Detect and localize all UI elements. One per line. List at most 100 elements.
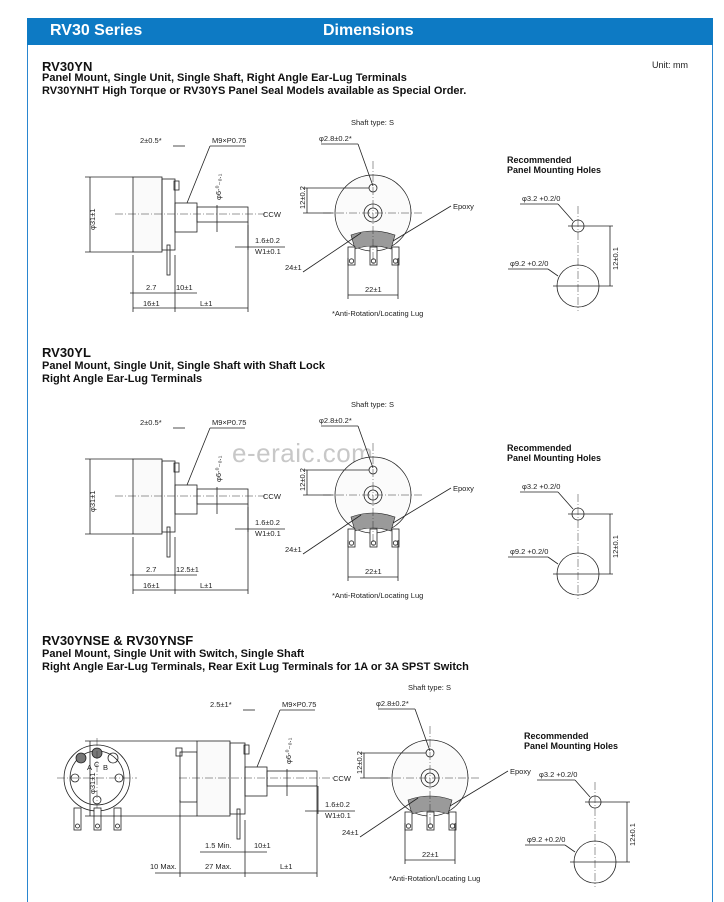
dim-16-label: 16±1	[143, 581, 160, 590]
section-desc: Panel Mount, Single Unit, Single Shaft, …	[42, 72, 407, 84]
dimension-line	[302, 514, 362, 555]
lug-width-label: 2±0.5*	[140, 136, 162, 145]
unit-label: Unit: mm	[652, 60, 688, 70]
anti-rotation-note: *Anti-Rotation/Locating Lug	[389, 874, 480, 883]
section-title: RV30YNSE & RV30YNSF	[42, 633, 194, 648]
dimension-line	[186, 145, 211, 204]
mounting-flange	[229, 742, 246, 815]
terminal-hole	[75, 823, 80, 829]
mount-title: Panel Mounting Holes	[507, 165, 601, 175]
terminal-a-label: A	[87, 763, 92, 772]
epoxy-label: Epoxy	[453, 202, 474, 211]
small-hole-label: φ3.2 +0.2/0	[522, 194, 560, 203]
terminal-hole	[115, 823, 120, 829]
mounting-flange	[161, 178, 176, 251]
dim-bushing-label: 10±1	[176, 283, 193, 292]
width-label: W1±0.1	[255, 529, 281, 538]
span-label: 22±1	[365, 567, 382, 576]
mount-title: Panel Mounting Holes	[507, 453, 601, 463]
lug-hole-label: φ2.8±0.2*	[376, 699, 409, 708]
thread-label: M9×P0.75	[212, 418, 246, 427]
large-hole-label: φ9.2 +0.2/0	[527, 835, 565, 844]
terminal-lug	[404, 811, 413, 831]
header-bar: RV30 Series Dimensions	[27, 18, 713, 45]
terminal-c-label: C	[94, 760, 100, 769]
dimension-line	[414, 708, 431, 752]
potentiometer-body	[132, 176, 163, 253]
dimension-line	[564, 844, 576, 853]
dimension-line	[449, 770, 509, 807]
dim-2-7-label: 2.7	[146, 283, 156, 292]
terminal-lug	[73, 807, 82, 831]
thread-label: M9×P0.75	[212, 136, 246, 145]
anti-rotation-note: *Anti-Rotation/Locating Lug	[332, 309, 423, 318]
offset-label: 12±0.2	[298, 186, 307, 209]
hole-spacing-label: 12±0.1	[628, 823, 637, 846]
section-desc: Panel Mount, Single Unit, Single Shaft w…	[42, 360, 325, 372]
dim-l-label: L±1	[280, 862, 292, 871]
dim-l-label: L±1	[200, 581, 212, 590]
flat-label: 1.6±0.2	[255, 518, 280, 527]
terminal-hole	[348, 258, 355, 264]
terminal-pin	[166, 244, 171, 276]
dim-l-label: L±1	[200, 299, 212, 308]
terminal-lug	[369, 528, 378, 548]
hole-spacing-label: 12±0.1	[611, 247, 620, 270]
dimension-line	[357, 143, 374, 187]
mount-title: Recommended	[524, 731, 589, 741]
offset-label: 12±0.2	[298, 468, 307, 491]
large-hole-label: φ9.2 +0.2/0	[510, 259, 548, 268]
shaft	[196, 206, 249, 223]
small-hole-label: φ3.2 +0.2/0	[539, 770, 577, 779]
locating-lug	[173, 180, 180, 191]
switch-terminal-a	[75, 752, 87, 764]
dim-16-label: 16±1	[143, 299, 160, 308]
shaft-type-label: Shaft type: S	[408, 683, 451, 692]
dimension-line	[392, 205, 452, 242]
ccw-label: CCW	[263, 210, 282, 219]
shaft	[266, 770, 318, 787]
dimension-line	[557, 491, 574, 510]
shaft-diameter-label: φ6-⁰₋₀.₁	[284, 737, 293, 764]
mounting-flange	[161, 460, 176, 533]
width-label: W1±0.1	[255, 247, 281, 256]
mount-title: Panel Mounting Holes	[524, 741, 618, 751]
terminal-hole	[427, 823, 434, 829]
series-title: RV30 Series	[50, 22, 143, 39]
radius-label: 24±1	[285, 545, 302, 554]
hole-spacing-label: 12±0.1	[611, 535, 620, 558]
dim-bushing-label: 10±1	[254, 841, 271, 850]
dimension-line	[392, 487, 452, 524]
watermark: e-eraic.com	[232, 438, 374, 468]
terminal-lug	[391, 246, 400, 266]
terminal-lug	[391, 528, 400, 548]
section-title: RV30YN	[42, 59, 93, 74]
threaded-bushing	[244, 766, 268, 797]
dimension-line	[359, 797, 419, 838]
terminal-pin	[236, 808, 241, 840]
terminal-hole	[348, 540, 355, 546]
terminal-lug	[426, 811, 435, 831]
dimension-line	[357, 425, 374, 469]
lug-hole-label: φ2.8±0.2*	[319, 134, 352, 143]
shaft-type-label: Shaft type: S	[351, 400, 394, 409]
threaded-bushing	[174, 202, 198, 233]
terminal-lug	[347, 528, 356, 548]
dimension-line	[186, 427, 211, 486]
dim-10max-label: 10 Max.	[150, 862, 177, 871]
radius-label: 24±1	[285, 263, 302, 272]
dim-min-label: 1.5 Min.	[205, 841, 232, 850]
flat-label: 1.6±0.2	[325, 800, 350, 809]
body-diameter-label: φ31±1	[88, 773, 97, 795]
body-diameter-label: φ31±1	[88, 491, 97, 513]
small-hole-label: φ3.2 +0.2/0	[522, 482, 560, 491]
terminal-hole	[95, 823, 100, 829]
span-label: 22±1	[422, 850, 439, 859]
section-title: RV30YL	[42, 345, 91, 360]
switch-terminal	[175, 747, 183, 757]
anti-rotation-note: *Anti-Rotation/Locating Lug	[332, 591, 423, 600]
ccw-label: CCW	[333, 774, 352, 783]
terminal-lug	[347, 246, 356, 266]
mount-title: Recommended	[507, 443, 572, 453]
